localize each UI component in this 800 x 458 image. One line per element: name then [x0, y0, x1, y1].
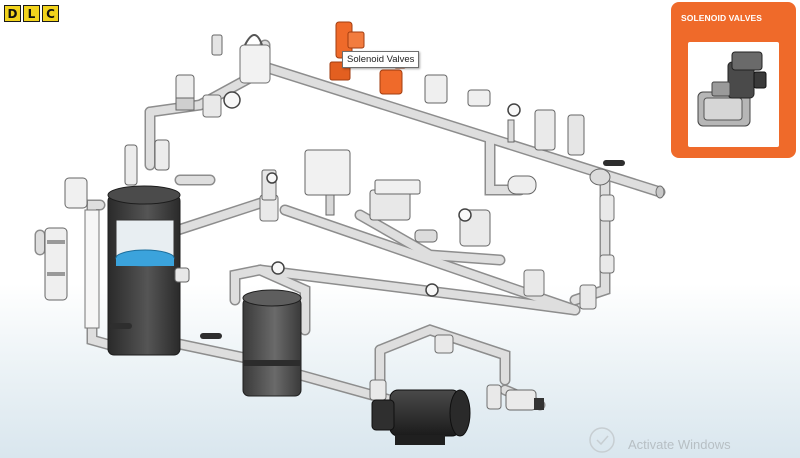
pump-icon	[371, 389, 544, 445]
tank-icon	[107, 139, 222, 356]
logo: D L C	[4, 5, 59, 22]
solenoid-valves-tooltip: Solenoid Valves	[342, 51, 420, 68]
level-gauge	[44, 177, 100, 329]
solenoid-valve-icon	[697, 51, 767, 127]
fittings	[202, 94, 665, 410]
logo-letter-l: L	[23, 5, 40, 22]
activate-windows-watermark: Activate Windows	[628, 437, 731, 452]
windows-watermark-icon	[589, 427, 615, 453]
logo-letter-c: C	[42, 5, 59, 22]
valve-assembly-top	[175, 34, 625, 247]
solenoid-valve-image	[688, 42, 779, 147]
component-info-panel[interactable]: SOLENOID VALVES	[671, 2, 796, 158]
pressure-gauge-icon	[223, 91, 521, 297]
logo-letter-d: D	[4, 5, 21, 22]
panel-title: SOLENOID VALVES	[681, 13, 763, 23]
filter-housing	[242, 289, 302, 397]
